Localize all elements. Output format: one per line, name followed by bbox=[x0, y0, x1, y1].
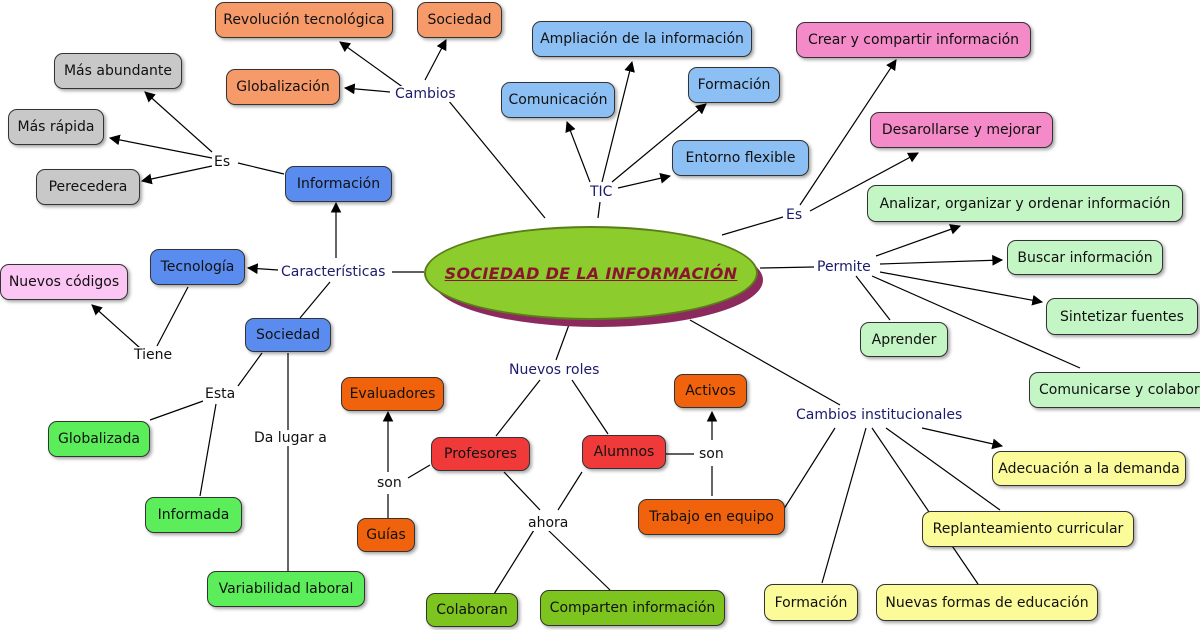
link-label-es-left: Es bbox=[212, 154, 233, 170]
node-globalizada[interactable]: Globalizada bbox=[48, 421, 150, 457]
node-informada[interactable]: Informada bbox=[145, 497, 242, 533]
link-label-cambios-institucionales: Cambios institucionales bbox=[794, 407, 965, 423]
node-replanteamiento-curricular[interactable]: Replanteamiento curricular bbox=[922, 511, 1134, 547]
center-node[interactable]: SOCIEDAD DE LA INFORMACIÓN bbox=[424, 226, 758, 320]
node-variabilidad-laboral[interactable]: Variabilidad laboral bbox=[207, 571, 365, 607]
link-label-tiene: Tiene bbox=[132, 347, 175, 363]
link-label-son-alumnos: son bbox=[697, 446, 726, 462]
node-formacion-tic[interactable]: Formación bbox=[688, 67, 780, 103]
node-adecuacion-demanda[interactable]: Adecuación a la demanda bbox=[992, 451, 1186, 486]
link-label-ahora: ahora bbox=[526, 515, 571, 531]
link-label-cambios: Cambios bbox=[393, 86, 458, 102]
link-label-da-lugar: Da lugar a bbox=[252, 430, 329, 446]
node-tecnologia[interactable]: Tecnología bbox=[150, 249, 245, 285]
link-label-tic: TIC bbox=[588, 184, 615, 200]
center-node-label: SOCIEDAD DE LA INFORMACIÓN bbox=[444, 263, 738, 283]
node-trabajo-equipo[interactable]: Trabajo en equipo bbox=[638, 499, 785, 535]
link-label-permite: Permite bbox=[815, 259, 873, 275]
node-activos[interactable]: Activos bbox=[674, 374, 747, 408]
node-analizar-organizar[interactable]: Analizar, organizar y ordenar informació… bbox=[867, 185, 1183, 222]
node-buscar-informacion[interactable]: Buscar información bbox=[1007, 240, 1163, 275]
node-globalizacion[interactable]: Globalización bbox=[226, 69, 340, 105]
link-label-es-right: Es bbox=[784, 207, 805, 223]
node-colaboran[interactable]: Colaboran bbox=[426, 593, 518, 627]
node-aprender[interactable]: Aprender bbox=[860, 322, 948, 357]
node-ampliacion-informacion[interactable]: Ampliación de la información bbox=[532, 21, 752, 57]
link-label-caracteristicas: Características bbox=[279, 264, 388, 280]
node-crear-compartir[interactable]: Crear y compartir información bbox=[796, 22, 1031, 58]
node-desarrollarse-mejorar[interactable]: Desarollarse y mejorar bbox=[870, 112, 1053, 148]
node-sociedad[interactable]: Sociedad bbox=[245, 318, 331, 352]
node-nuevos-codigos[interactable]: Nuevos códigos bbox=[0, 264, 128, 300]
node-sintetizar-fuentes[interactable]: Sintetizar fuentes bbox=[1046, 298, 1198, 335]
link-label-esta: Esta bbox=[203, 386, 238, 402]
node-comparten-informacion[interactable]: Comparten información bbox=[540, 590, 725, 626]
node-comunicacion[interactable]: Comunicación bbox=[501, 82, 615, 118]
node-mas-rapida[interactable]: Más rápida bbox=[8, 109, 104, 145]
node-sociedad-cambios[interactable]: Sociedad bbox=[417, 2, 502, 38]
node-nuevas-formas-educacion[interactable]: Nuevas formas de educación bbox=[876, 584, 1098, 621]
node-perecedera[interactable]: Perecedera bbox=[36, 169, 140, 205]
node-revolucion-tecnologica[interactable]: Revolución tecnológica bbox=[215, 2, 393, 38]
node-informacion[interactable]: Información bbox=[285, 166, 392, 202]
node-profesores[interactable]: Profesores bbox=[431, 437, 530, 471]
node-guias[interactable]: Guías bbox=[357, 518, 415, 552]
link-label-son-profesores: son bbox=[375, 475, 404, 491]
node-alumnos[interactable]: Alumnos bbox=[582, 435, 666, 469]
node-formacion-institucional[interactable]: Formación bbox=[764, 584, 858, 621]
link-label-nuevos-roles: Nuevos roles bbox=[507, 362, 602, 378]
node-mas-abundante[interactable]: Más abundante bbox=[54, 53, 182, 89]
node-entorno-flexible[interactable]: Entorno flexible bbox=[672, 140, 809, 176]
node-evaluadores[interactable]: Evaluadores bbox=[341, 377, 444, 411]
node-comunicarse-colaborar[interactable]: Comunicarse y colabora bbox=[1029, 372, 1200, 408]
